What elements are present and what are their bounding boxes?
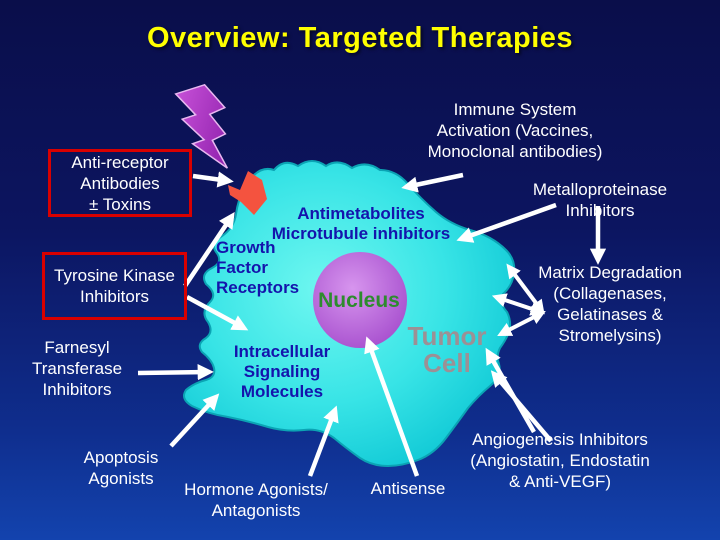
hormone-agonists-label: Hormone Agonists/ Antagonists xyxy=(184,480,328,520)
nucleus-shape xyxy=(313,252,407,348)
arrow-apoptosis xyxy=(169,393,220,448)
tumor-cell-label: Tumor Cell xyxy=(407,321,487,378)
arrow-anti-receptor xyxy=(192,171,234,188)
lightning-bolt-icon xyxy=(174,83,229,169)
growth-factor-receptors-label: Growth Factor Receptors xyxy=(216,238,300,297)
anti-receptor-antibodies-label: Anti-receptor Antibodies ± Toxins xyxy=(71,152,169,214)
arrow-tki-signaling xyxy=(185,295,249,331)
arrow-farnesyl xyxy=(137,364,214,381)
arrow-immune xyxy=(401,172,464,193)
arrow-antisense xyxy=(364,336,420,477)
nucleus-label: Nucleus xyxy=(318,289,400,312)
anti-receptor-antibodies-box: Anti-receptor Antibodies ± Toxins xyxy=(48,149,192,217)
antimetabolites-label: Antimetabolites Microtubule inhibitors xyxy=(271,204,451,243)
metalloproteinase-inhibitors-label: Metalloproteinase Inhibitors xyxy=(532,180,668,220)
arrow-matrix-3 xyxy=(497,311,546,336)
tyrosine-kinase-inhibitors-box: Tyrosine Kinase Inhibitors xyxy=(42,252,187,320)
farnesyl-transferase-label: Farnesyl Transferase Inhibitors xyxy=(31,338,123,399)
matrix-degradation-label: Matrix Degradation (Collagenases, Gelati… xyxy=(538,263,682,345)
receptor-icon xyxy=(228,171,267,215)
tyrosine-kinase-inhibitors-label: Tyrosine Kinase Inhibitors xyxy=(54,266,175,306)
apoptosis-agonists-label: Apoptosis Agonists xyxy=(83,448,159,488)
arrow-metalloproteinase-cell xyxy=(456,202,557,243)
arrow-hormone xyxy=(307,405,339,477)
arrow-matrix-2 xyxy=(491,293,546,316)
slide-title: Overview: Targeted Therapies xyxy=(146,22,574,54)
immune-system-label: Immune System Activation (Vaccines, Mono… xyxy=(427,100,603,161)
arrow-tki-receptor xyxy=(183,211,235,288)
angiogenesis-inhibitors-label: Angiogenesis Inhibitors (Angiostatin, En… xyxy=(470,430,650,491)
antisense-label: Antisense xyxy=(370,479,446,498)
intracellular-signaling-label: Intracellular Signaling Molecules xyxy=(233,342,331,401)
arrow-angiogenesis-2 xyxy=(490,370,553,443)
